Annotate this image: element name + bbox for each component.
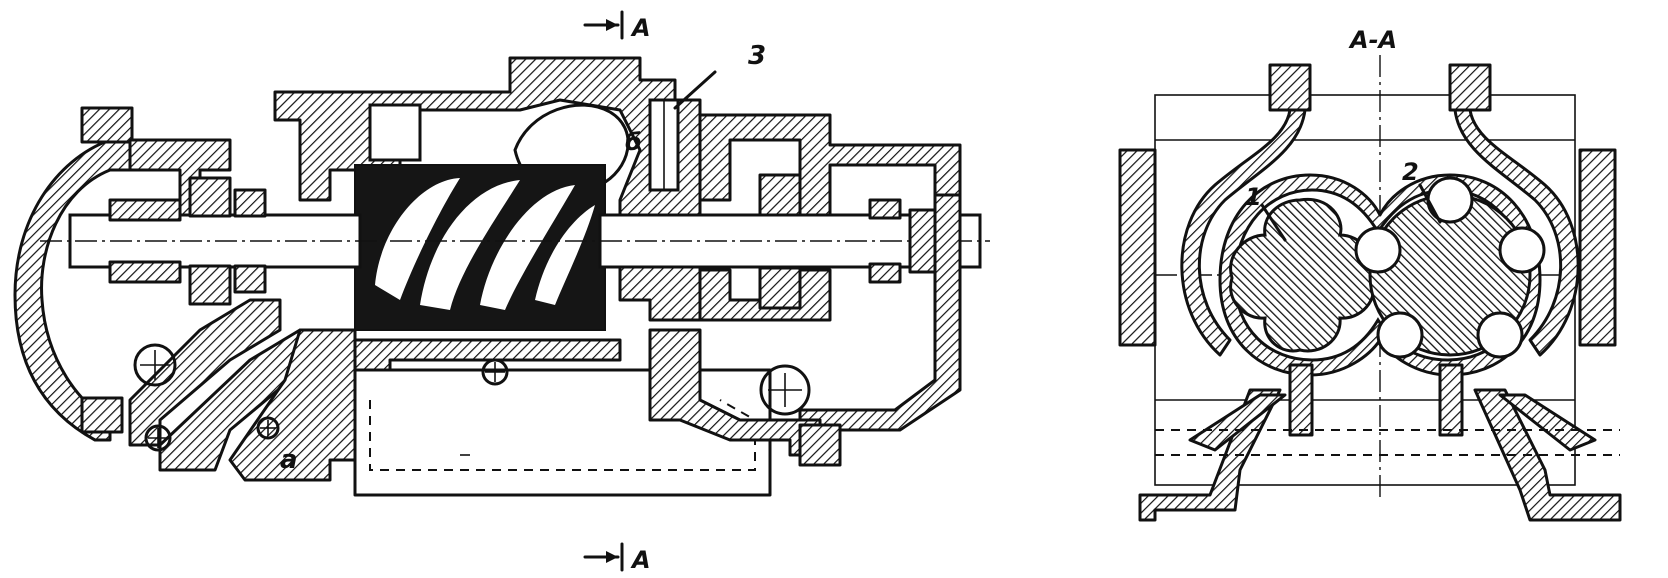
- plug-left-lower: [144, 424, 172, 452]
- casing-bottom-web: [353, 338, 622, 372]
- cavity-label-a: а: [280, 445, 298, 475]
- left-bearing-housing-lower: [128, 298, 282, 447]
- casing-rib-upper: [368, 103, 422, 162]
- drain-plug: [798, 423, 842, 467]
- cavity-label-b: б: [625, 128, 642, 156]
- part-label-3: 3: [748, 41, 766, 71]
- rotor-casing-shell: [1180, 108, 1307, 357]
- section-label-top: A: [630, 14, 651, 42]
- section-label-bottom: A: [630, 546, 651, 574]
- left-bearing: [188, 176, 232, 218]
- callout-1-leader: [1260, 203, 1287, 242]
- left-end-cover: [13, 138, 167, 442]
- part-label-2: 2: [1402, 158, 1419, 186]
- left-coupling: [108, 198, 182, 222]
- plug-bottom-center: [481, 358, 509, 386]
- right-bearing-housing: [698, 113, 962, 217]
- bottom-bolt-right: [1438, 363, 1464, 437]
- inlet-flange-left: [1268, 63, 1312, 112]
- callout-3-leader: [673, 70, 717, 110]
- right-end-seal: [908, 208, 937, 274]
- section-marker-top: A: [583, 10, 651, 42]
- right-bearing-1: [758, 173, 802, 217]
- cross-section-aa: A-A 1 2: [1118, 26, 1622, 522]
- section-marker-bottom: A: [583, 542, 651, 574]
- discharge-passage: [648, 328, 822, 457]
- bottom-bolt-left: [1288, 363, 1314, 437]
- oil-sump-outline: [369, 399, 756, 471]
- longitudinal-section: A A 3 б а: [13, 10, 990, 574]
- inlet-flange-right: [1448, 63, 1492, 112]
- port-a-marker: [256, 416, 280, 440]
- section-view-title: A-A: [1348, 26, 1397, 54]
- base-support-left: [1188, 393, 1287, 452]
- female-rotor-grooves: [1354, 176, 1546, 359]
- plug-left-upper: [133, 343, 177, 387]
- rotor-helix-highlights: [375, 178, 595, 310]
- plug-right-lower: [759, 364, 811, 416]
- right-bearing-2: [868, 198, 902, 220]
- base-support-right: [1498, 393, 1597, 452]
- support-leg-right: [1473, 388, 1622, 522]
- left-flange: [80, 106, 134, 144]
- side-flange-left: [1118, 148, 1157, 347]
- callout-2-leader: [1418, 183, 1442, 224]
- male-rotor-1: [1229, 197, 1376, 353]
- part-label-1: 1: [1245, 183, 1262, 211]
- side-flange-right: [1578, 148, 1617, 347]
- left-flange-lower: [80, 396, 124, 434]
